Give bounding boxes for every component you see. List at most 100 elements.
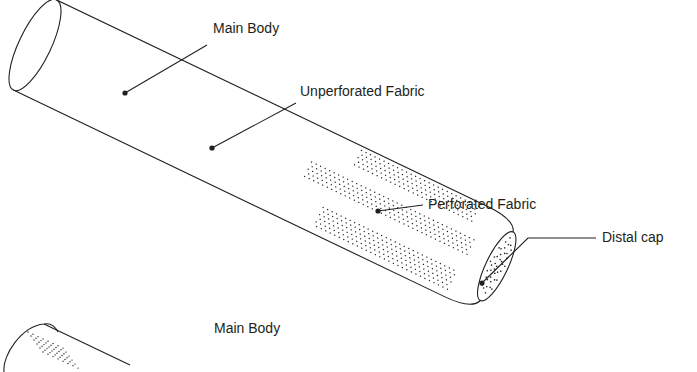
- perforation-dot: [383, 160, 385, 162]
- perforation-dot: [444, 270, 446, 272]
- perforation-dot: [410, 266, 412, 268]
- perforation-dot: [436, 275, 438, 277]
- perforation-dot: [415, 220, 417, 222]
- perforation-dot: [437, 186, 439, 188]
- perforation-dot: [386, 241, 388, 243]
- perforation-dot: [453, 269, 455, 271]
- perforation-dot: [354, 226, 356, 228]
- perforation-dot: [370, 199, 372, 201]
- perforation-dot: [433, 184, 435, 186]
- perforation-dot: [337, 222, 339, 224]
- perforation-dot: [57, 358, 58, 359]
- perforation-dot: [362, 199, 364, 201]
- perforation-dot: [313, 180, 315, 182]
- perforation-dot: [432, 277, 434, 279]
- perforation-dot: [426, 198, 428, 200]
- perforation-dot: [383, 258, 385, 260]
- perforation-dot: [350, 229, 352, 231]
- perforation-dot: [435, 238, 437, 240]
- perforation-dot: [342, 176, 344, 178]
- perforation-dot: [415, 215, 417, 217]
- perforation-dot: [382, 249, 384, 251]
- perforation-dot: [381, 239, 383, 241]
- perforation-dot: [376, 175, 378, 177]
- perforation-dot: [414, 211, 416, 213]
- perforation-dot: [367, 166, 369, 168]
- perforation-dot: [439, 263, 441, 265]
- perforation-dot: [456, 240, 458, 242]
- perforation-dot: [500, 270, 502, 272]
- perforation-dot: [325, 172, 327, 174]
- perforation-dot: [401, 204, 403, 206]
- perforation-dot: [464, 235, 466, 237]
- perforation-dot: [408, 248, 410, 250]
- perforation-dot: [44, 350, 45, 351]
- perforation-dot: [42, 338, 43, 339]
- perforation-dot: [69, 361, 70, 362]
- perforation-dot: [393, 174, 395, 176]
- leader-line: [482, 238, 596, 283]
- perforation-dot: [376, 232, 378, 234]
- perforation-dot: [437, 222, 439, 224]
- perforation-dot: [327, 213, 329, 215]
- perforation-dot: [402, 174, 404, 176]
- perforation-dot: [424, 184, 426, 186]
- perforation-dot: [490, 281, 492, 283]
- perforation-dot: [497, 271, 499, 273]
- perforation-dot: [376, 170, 378, 172]
- perforation-dot: [420, 182, 422, 184]
- second-tube-end: [4, 324, 58, 372]
- perforation-dot: [333, 172, 335, 174]
- perforation-dot: [421, 232, 423, 234]
- perforation-dot: [406, 171, 408, 173]
- perforation-dot: [351, 181, 353, 183]
- perforation-dot: [423, 273, 425, 275]
- perforation-dot: [424, 224, 426, 226]
- perforation-dot: [394, 179, 396, 181]
- perforation-dot: [385, 179, 387, 181]
- perforation-dot: [398, 221, 400, 223]
- perforation-dot: [326, 186, 328, 188]
- perforation-dot: [379, 198, 381, 200]
- perforation-dot: [499, 253, 501, 255]
- perforation-dot: [411, 183, 413, 185]
- perforation-dot: [365, 152, 367, 154]
- perforation-dot: [339, 183, 341, 185]
- perforation-dot: [62, 361, 63, 362]
- perforation-dot: [390, 244, 392, 246]
- perforation-dot: [372, 235, 374, 237]
- perforation-dot: [365, 187, 367, 189]
- perforation-dot: [438, 191, 440, 193]
- perforation-dot: [356, 245, 358, 247]
- perforation-dot: [397, 167, 399, 169]
- perforation-dot: [416, 185, 418, 187]
- perforation-dot: [427, 266, 429, 268]
- perforation-dot: [510, 249, 512, 251]
- perforation-dot: [53, 349, 54, 350]
- perforation-dot: [348, 192, 350, 194]
- perforation-dot: [490, 276, 492, 278]
- perforation-dot: [419, 218, 421, 220]
- perforation-dot: [67, 363, 68, 364]
- perforation-dot: [361, 154, 363, 156]
- perforation-dot: [342, 234, 344, 236]
- perforation-dot: [410, 209, 412, 211]
- perforation-dot: [433, 282, 435, 284]
- perforation-dot: [504, 252, 506, 254]
- perforation-dot: [443, 238, 445, 240]
- perforation-dot: [311, 161, 313, 163]
- perforation-dot: [343, 186, 345, 188]
- perforation-dot: [441, 277, 443, 279]
- perforation-dot: [373, 244, 375, 246]
- perforation-dot: [386, 246, 388, 248]
- perforation-dot: [340, 215, 342, 217]
- perforation-dot: [457, 214, 459, 216]
- perforation-dot: [462, 216, 464, 218]
- perforation-dot: [341, 225, 343, 227]
- perforation-dot: [42, 351, 43, 352]
- perforation-dot: [424, 220, 426, 222]
- perforation-dot: [450, 281, 452, 283]
- perforation-dot: [416, 189, 418, 191]
- perforation-dot: [438, 231, 440, 233]
- perforation-dot: [349, 197, 351, 199]
